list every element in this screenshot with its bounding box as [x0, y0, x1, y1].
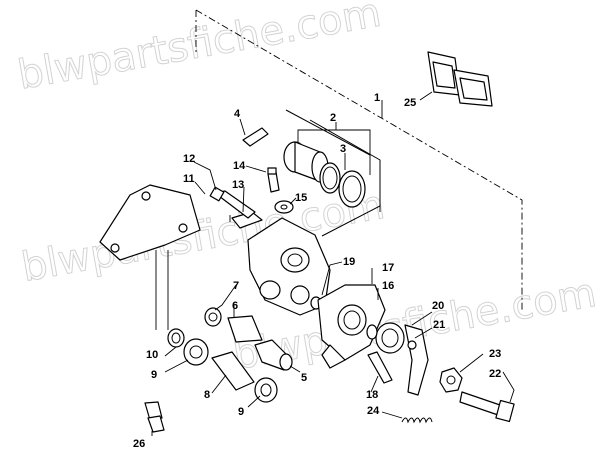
callout-9-upper: 9	[151, 369, 157, 381]
callout-25: 25	[404, 97, 416, 109]
bleeder-valve	[267, 167, 280, 193]
boot-9-lower	[254, 377, 278, 403]
callout-12: 12	[183, 153, 195, 165]
callout-5: 5	[301, 372, 307, 384]
callout-13: 13	[232, 179, 244, 191]
callout-4: 4	[234, 108, 241, 120]
spring-24	[401, 417, 433, 424]
brake-pads	[427, 51, 493, 107]
watermark-text-middle: blwpartsfiche.com	[18, 182, 388, 291]
callout-labels: 1 2 3 4 5 6 7 8 9 9 10 11 12 13 14 15 16…	[133, 92, 501, 450]
callout-2: 2	[330, 112, 336, 124]
bolt-22	[459, 391, 515, 423]
callout-18: 18	[366, 389, 378, 401]
washer-7	[204, 307, 222, 327]
nut-23	[439, 367, 463, 393]
callout-8: 8	[204, 389, 210, 401]
slide-pin-6	[227, 315, 263, 343]
piston-and-seals	[283, 141, 366, 208]
callout-1: 1	[374, 92, 380, 104]
bolt-26	[144, 401, 165, 433]
callout-11: 11	[183, 173, 195, 185]
boot-9-upper	[183, 338, 209, 366]
callout-6: 6	[232, 300, 238, 312]
callout-17: 17	[382, 262, 394, 274]
slide-pin-8	[211, 351, 255, 391]
callout-20: 20	[432, 300, 444, 312]
actuator-housing	[317, 284, 386, 369]
watermark: blwpartsfiche.com blwpartsfiche.com blwp…	[14, 0, 600, 380]
callout-22: 22	[489, 368, 501, 380]
callout-7: 7	[233, 280, 239, 292]
caliper-body	[247, 217, 331, 316]
adjuster-assembly	[366, 322, 429, 396]
callout-9-lower: 9	[238, 406, 244, 418]
callout-26: 26	[133, 438, 145, 450]
callout-15: 15	[295, 192, 307, 204]
callout-3: 3	[340, 143, 346, 155]
callout-19: 19	[343, 256, 355, 268]
bolt-12	[209, 186, 256, 219]
mounting-bracket	[99, 184, 201, 261]
callout-16: 16	[382, 280, 394, 292]
bolt-18	[367, 351, 393, 384]
washer-15	[274, 200, 294, 214]
o-ring-10	[167, 328, 185, 348]
leader-lines	[151, 91, 515, 436]
callout-23: 23	[489, 348, 501, 360]
clip-part	[242, 127, 269, 147]
assembly-outline	[195, 9, 523, 310]
boot-5	[254, 339, 293, 371]
callout-10: 10	[146, 349, 158, 361]
callout-14: 14	[233, 160, 246, 172]
callout-21: 21	[433, 319, 445, 331]
callout-24: 24	[367, 405, 380, 417]
watermark-text-top: blwpartsfiche.com	[15, 0, 385, 99]
